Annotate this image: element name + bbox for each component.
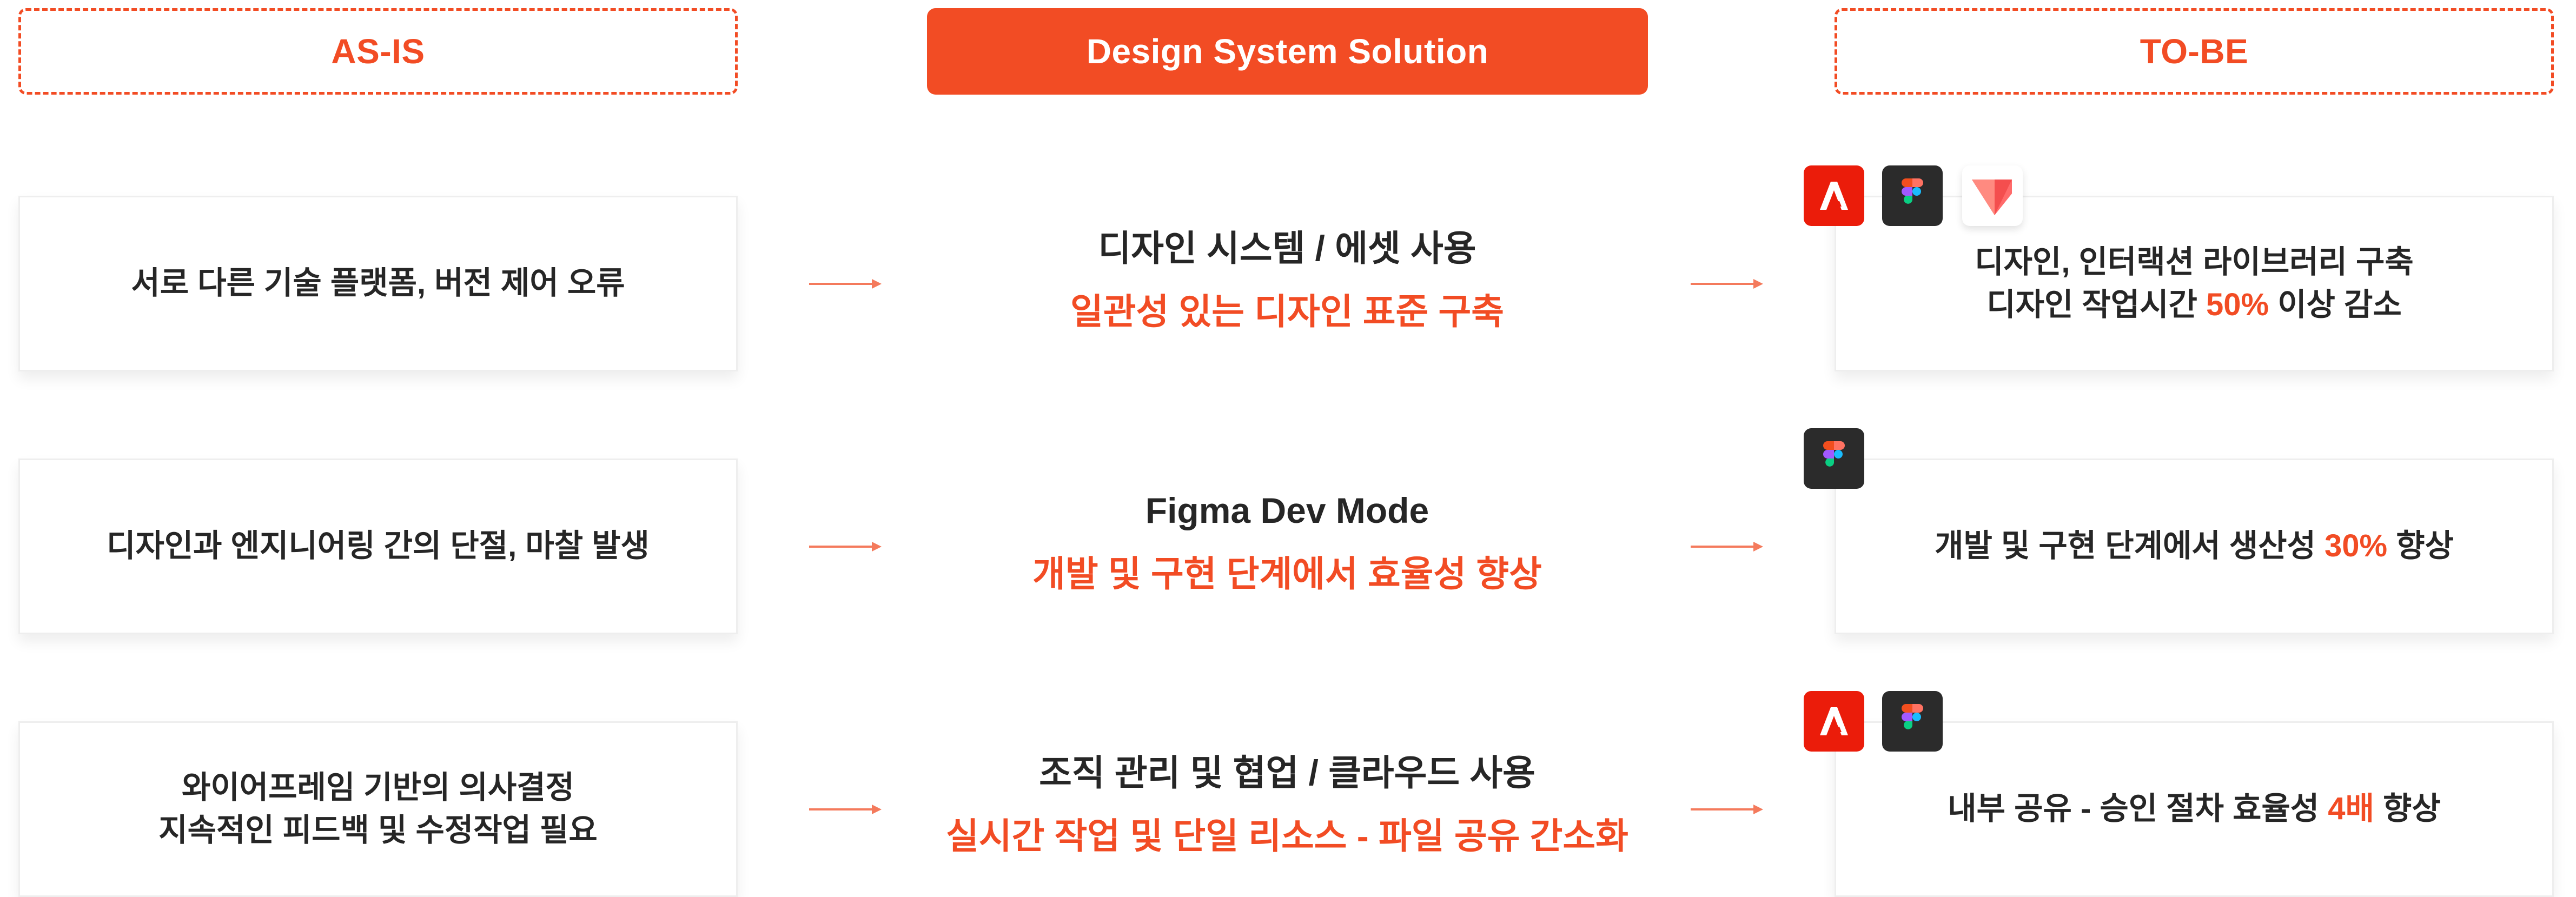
as-is-text-line1: 와이어프레임 기반의 의사결정 <box>182 770 574 806</box>
as-is-text-line2: 지속적인 피드백 및 수정작업 필요 <box>158 812 598 848</box>
to-be-text-pre: 개발 및 구현 단계에서 생산성 <box>1935 528 2325 564</box>
as-is-card-3: 와이어프레임 기반의 의사결정 지속적인 피드백 및 수정작업 필요 <box>18 721 738 897</box>
adobe-icon <box>1804 691 1864 752</box>
arrow-right-icon <box>809 539 882 554</box>
adobe-icon <box>1804 165 1864 226</box>
figma-icon <box>1882 691 1943 752</box>
solution-subtitle: 실시간 작업 및 단일 리소스 - 파일 공유 간소화 <box>946 816 1628 856</box>
to-be-text-line2: 디자인 작업시간 50% 이상 감소 <box>1986 284 2402 326</box>
as-is-card-1: 서로 다른 기술 플랫폼, 버전 제어 오류 <box>18 196 738 371</box>
solution-block-3: 조직 관리 및 협업 / 클라우드 사용 실시간 작업 및 단일 리소스 - 파… <box>844 752 1731 858</box>
as-is-header-label: AS-IS <box>331 32 425 71</box>
arrow-right-icon <box>1691 802 1763 817</box>
figma-icon <box>1882 165 1943 226</box>
arrow-right-icon <box>1691 539 1763 554</box>
as-is-text: 서로 다른 기술 플랫폼, 버전 제어 오류 <box>131 265 625 301</box>
solution-subtitle: 일관성 있는 디자인 표준 구축 <box>1070 291 1504 332</box>
to-be-highlight: 4배 <box>2328 791 2374 827</box>
solution-block-2: Figma Dev Mode 개발 및 구현 단계에서 효율성 향상 <box>844 489 1731 595</box>
to-be-text-post: 향상 <box>2374 791 2441 827</box>
to-be-text: 내부 공유 - 승인 절차 효율성 4배 향상 <box>1948 788 2440 830</box>
solution-title: Figma Dev Mode <box>1145 490 1429 530</box>
solution-title: 디자인 시스템 / 에셋 사용 <box>1098 228 1476 268</box>
to-be-card-2: 개발 및 구현 단계에서 생산성 30% 향상 <box>1835 459 2554 634</box>
to-be-highlight: 50% <box>2206 287 2269 322</box>
solution-subtitle: 개발 및 구현 단계에서 효율성 향상 <box>1032 554 1542 594</box>
to-be-header-label: TO-BE <box>2140 32 2249 71</box>
solution-header: Design System Solution <box>927 8 1648 95</box>
to-be-card-3: 내부 공유 - 승인 절차 효율성 4배 향상 <box>1835 721 2554 897</box>
solution-header-label: Design System Solution <box>1086 32 1489 71</box>
as-is-card-2: 디자인과 엔지니어링 간의 단절, 마찰 발생 <box>18 459 738 634</box>
to-be-card-1: 디자인, 인터랙션 라이브러리 구축 디자인 작업시간 50% 이상 감소 <box>1835 196 2554 371</box>
solution-block-1: 디자인 시스템 / 에셋 사용 일관성 있는 디자인 표준 구축 <box>844 227 1731 333</box>
to-be-text-line1: 디자인, 인터랙션 라이브러리 구축 <box>1975 244 2414 280</box>
to-be-text-pre: 내부 공유 - 승인 절차 효율성 <box>1948 791 2328 827</box>
to-be-text-pre: 디자인 작업시간 <box>1986 287 2206 322</box>
figma-icon <box>1804 428 1864 489</box>
arrow-right-icon <box>1691 276 1763 291</box>
as-is-text: 디자인과 엔지니어링 간의 단절, 마찰 발생 <box>107 528 650 564</box>
to-be-header: TO-BE <box>1835 8 2554 95</box>
to-be-text-post: 이상 감소 <box>2269 287 2402 322</box>
arrow-right-icon <box>809 276 882 291</box>
to-be-text: 개발 및 구현 단계에서 생산성 30% 향상 <box>1935 525 2454 567</box>
to-be-highlight: 30% <box>2324 528 2388 564</box>
arrow-right-icon <box>809 802 882 817</box>
protopie-icon <box>1962 165 2023 226</box>
solution-title: 조직 관리 및 협업 / 클라우드 사용 <box>1039 753 1535 793</box>
to-be-text-post: 향상 <box>2387 528 2454 564</box>
as-is-header: AS-IS <box>18 8 738 95</box>
